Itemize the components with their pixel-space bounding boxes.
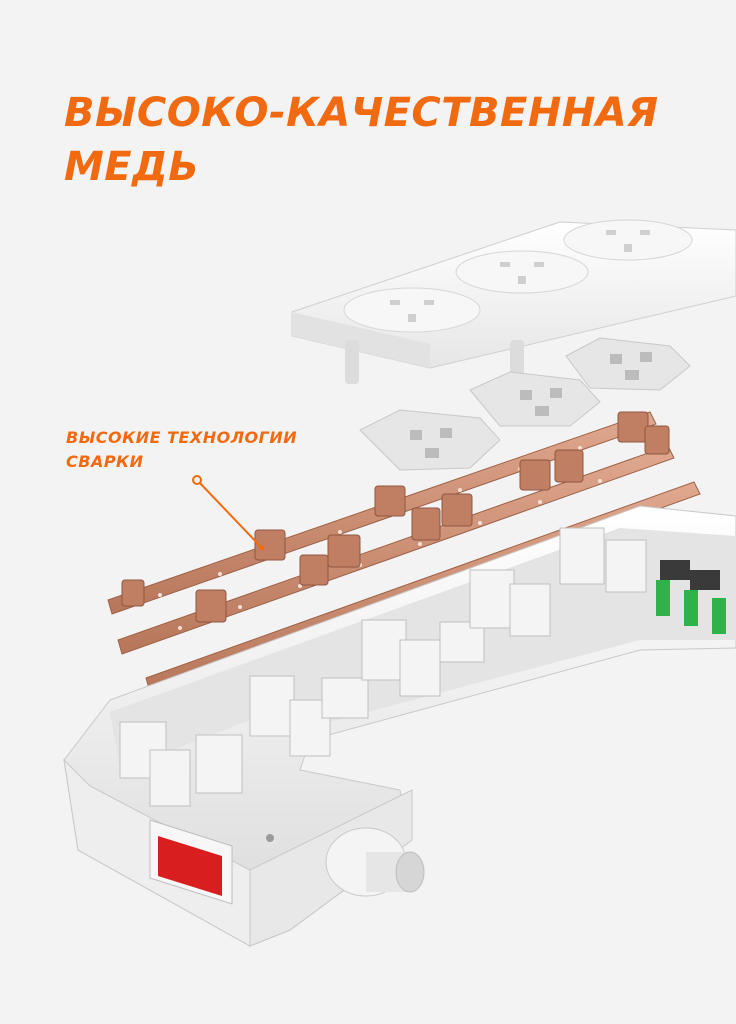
top-cover bbox=[291, 219, 736, 384]
callout-line-1: ВЫСОКИЕ ТЕХНОЛОГИИ bbox=[66, 428, 298, 447]
indicator-light-1 bbox=[656, 580, 670, 616]
socket-face-1 bbox=[343, 287, 481, 333]
socket-face-2 bbox=[455, 250, 589, 294]
title-line-1: ВЫСОКО-КАЧЕСТВЕННАЯ bbox=[64, 90, 659, 136]
socket-inserts bbox=[359, 337, 691, 471]
indicator-light-3 bbox=[712, 598, 726, 634]
indicator-light-2 bbox=[684, 590, 698, 626]
usb-ports bbox=[656, 560, 726, 634]
power-switch bbox=[149, 819, 233, 905]
title-line-2: МЕДЬ bbox=[64, 144, 200, 190]
base-housing bbox=[63, 505, 736, 947]
page-title: ВЫСОКО-КАЧЕСТВЕННАЯ МЕДЬ bbox=[64, 86, 659, 194]
callout-leader bbox=[192, 475, 265, 551]
cord-outlet bbox=[325, 827, 425, 897]
welding-callout: ВЫСОКИЕ ТЕХНОЛОГИИ СВАРКИ bbox=[66, 426, 297, 474]
socket-face-3 bbox=[563, 219, 693, 261]
callout-line-2: СВАРКИ bbox=[66, 452, 144, 471]
